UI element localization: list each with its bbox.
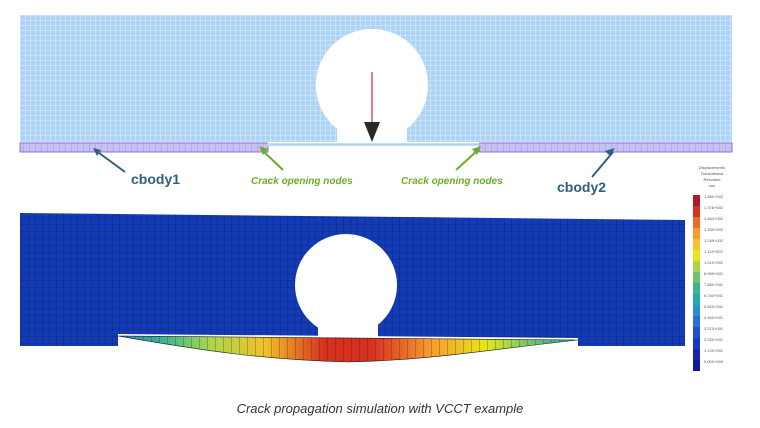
legend-tick-label: 1.010+002: [704, 260, 724, 265]
top-mesh-model: [19, 15, 733, 153]
legend-color-segment: [693, 327, 700, 338]
deformed-beam: [117, 335, 579, 363]
crack-nodes-right-label: Crack opening nodes: [401, 176, 503, 187]
cbody1-pointer: [93, 148, 126, 173]
legend-tick-label: 1.560+002: [704, 194, 724, 199]
contact-band-cbody2: [478, 142, 733, 153]
legend-color-segment: [693, 217, 700, 228]
legend-color-segment: [693, 294, 700, 305]
legend-color-segment: [693, 305, 700, 316]
legend-tick-label: 3.370+001: [704, 326, 724, 331]
legend-tick-label: 1.376+002: [704, 205, 724, 210]
legend-color-segment: [693, 349, 700, 360]
legend-color-segment: [693, 239, 700, 250]
legend-colorbar: [693, 195, 700, 371]
legend-tick-label: 1.249+002: [704, 238, 724, 243]
legend-color-segment: [693, 360, 700, 371]
crack-right-pointer: [455, 146, 481, 171]
legend-color-segment: [693, 261, 700, 272]
legend-tick-label: 4.460+001: [704, 315, 724, 320]
legend-color-segment: [693, 316, 700, 327]
legend-title-line: Displacements: [699, 165, 725, 170]
label-pointers: [93, 146, 615, 178]
legend-color-segment: [693, 250, 700, 261]
bottom-displacement-model: [20, 213, 685, 363]
legend-title: Displacements Translational Resultant mm: [699, 165, 725, 188]
legend-tick-label: 6.740+001: [704, 293, 724, 298]
legend-title-line: mm: [709, 183, 716, 188]
legend-tick-label: 1.464+002: [704, 216, 724, 221]
legend-tick-label: 1.339+002: [704, 227, 724, 232]
legend-tick-label: 7.850+001: [704, 282, 724, 287]
figure-caption: Crack propagation simulation with VCCT e…: [236, 401, 524, 416]
legend-title-line: Translational: [701, 171, 724, 176]
legend-color-segment: [693, 228, 700, 239]
cbody2-pointer: [591, 148, 615, 178]
legend-color-segment: [693, 283, 700, 294]
contact-band-cbody1: [19, 142, 269, 153]
legend-color-segment: [693, 272, 700, 283]
load-arrow: [364, 72, 380, 142]
legend-tick-label: 8.999+001: [704, 271, 724, 276]
legend-tick-label: 1.120+001: [704, 348, 724, 353]
cbody1-label: cbody1: [131, 171, 180, 187]
displacement-legend: Displacements Translational Resultant mm…: [693, 165, 725, 371]
legend-color-segment: [693, 195, 700, 206]
crack-left-pointer: [259, 146, 284, 171]
legend-tick-label: 1.119+002: [704, 249, 723, 254]
crack-opening-line: [267, 142, 480, 147]
legend-color-segment: [693, 338, 700, 349]
legend-tick-label: 5.620+001: [704, 304, 724, 309]
legend-color-segment: [693, 206, 700, 217]
crack-nodes-left-label: Crack opening nodes: [251, 176, 353, 187]
legend-tick-labels: 1.560+002 1.376+002 1.464+002 1.339+002 1.24…: [704, 194, 724, 364]
bottom-mesh-body: [20, 213, 685, 346]
legend-title-line: Resultant: [704, 177, 722, 182]
cbody2-label: cbody2: [557, 179, 606, 195]
legend-tick-label: 2.230+001: [704, 337, 724, 342]
legend-tick-label: 0.000+000: [704, 359, 724, 364]
